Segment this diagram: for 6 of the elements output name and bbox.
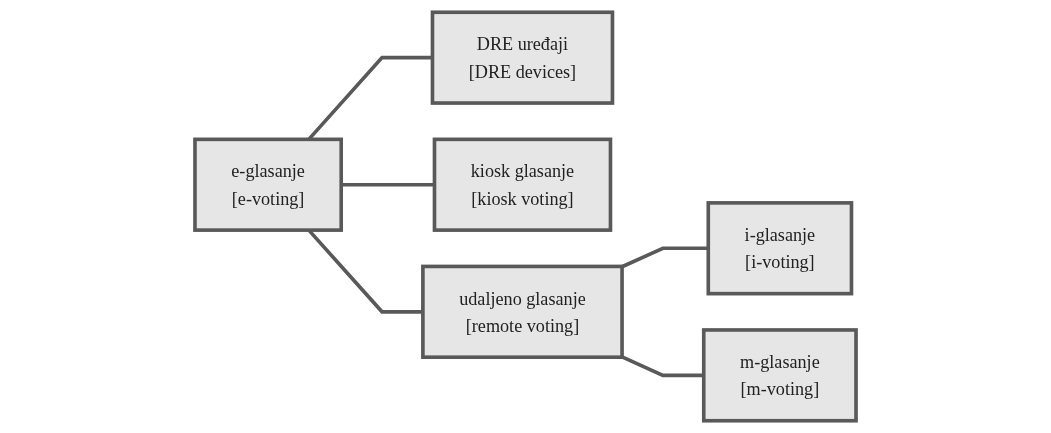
node-box: kiosk glasanje [kiosk voting] <box>432 137 613 232</box>
node-box: DRE uređaji [DRE devices] <box>430 10 615 105</box>
node-box: i-glasanje [i-voting] <box>706 201 854 296</box>
node-box: udaljeno glasanje [remote voting] <box>421 264 624 359</box>
node-box: e-glasanje [e-voting] <box>193 137 343 232</box>
node-box: m-glasanje [m-voting] <box>701 328 858 423</box>
